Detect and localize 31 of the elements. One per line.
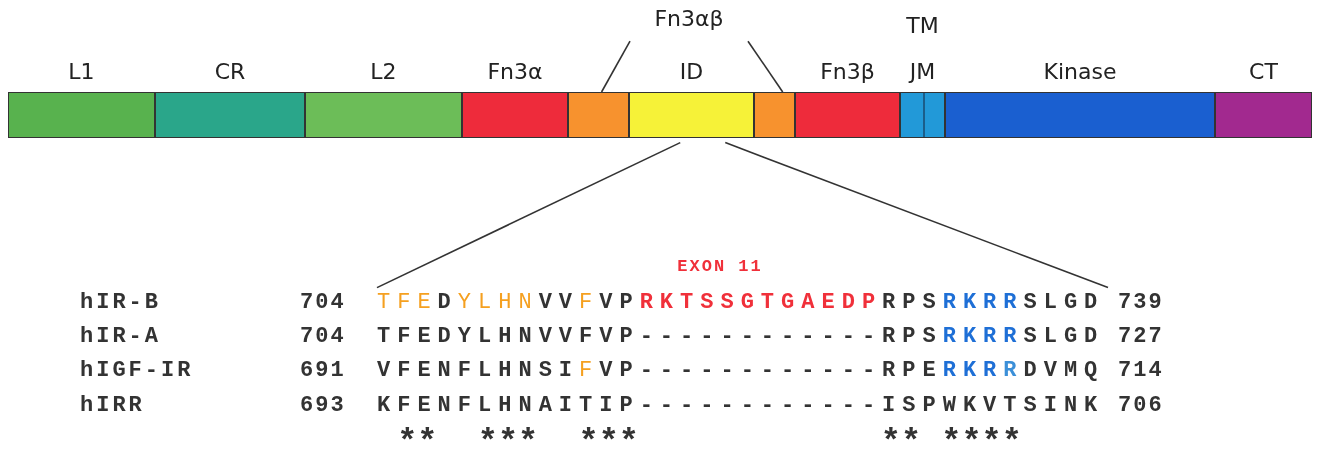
conservation-mark: ** *** *** ** ****: [397, 426, 1022, 460]
sequence-name: hIR-A: [80, 326, 161, 348]
residue-number: 739: [1118, 292, 1164, 314]
exon-label: EXON 11: [677, 258, 763, 275]
sequence-name: hIGF-IR: [80, 360, 194, 382]
residue-number: 714: [1118, 360, 1164, 382]
domain-segment: [754, 92, 795, 138]
residue-number: 691: [300, 360, 346, 382]
residue-number: 727: [1118, 326, 1164, 348]
domain-label: TM: [906, 13, 939, 38]
domain-label: L1: [68, 59, 95, 84]
domain-label: CT: [1249, 59, 1278, 84]
residue-number: 706: [1118, 395, 1164, 417]
leader-line: [747, 40, 784, 93]
sequence-name: hIRR: [80, 395, 145, 417]
residue-number: 704: [300, 326, 346, 348]
domain-label: L2: [370, 59, 397, 84]
domain-segment: [568, 92, 629, 138]
sequence-name: hIR-B: [80, 292, 161, 314]
domain-label: ID: [679, 59, 704, 84]
domain-label: Kinase: [1043, 59, 1117, 84]
residue-number: 704: [300, 292, 346, 314]
domain-label: CR: [214, 59, 246, 84]
leader-line: [600, 40, 631, 93]
zoom-line: [376, 141, 682, 289]
zoom-line: [724, 141, 1109, 289]
domain-label: Fn3β: [820, 59, 875, 84]
domain-label: Fn3αβ: [630, 6, 748, 31]
domain-label: Fn3α: [487, 59, 543, 84]
domain-label: JM: [909, 59, 936, 84]
residue-number: 693: [300, 395, 346, 417]
